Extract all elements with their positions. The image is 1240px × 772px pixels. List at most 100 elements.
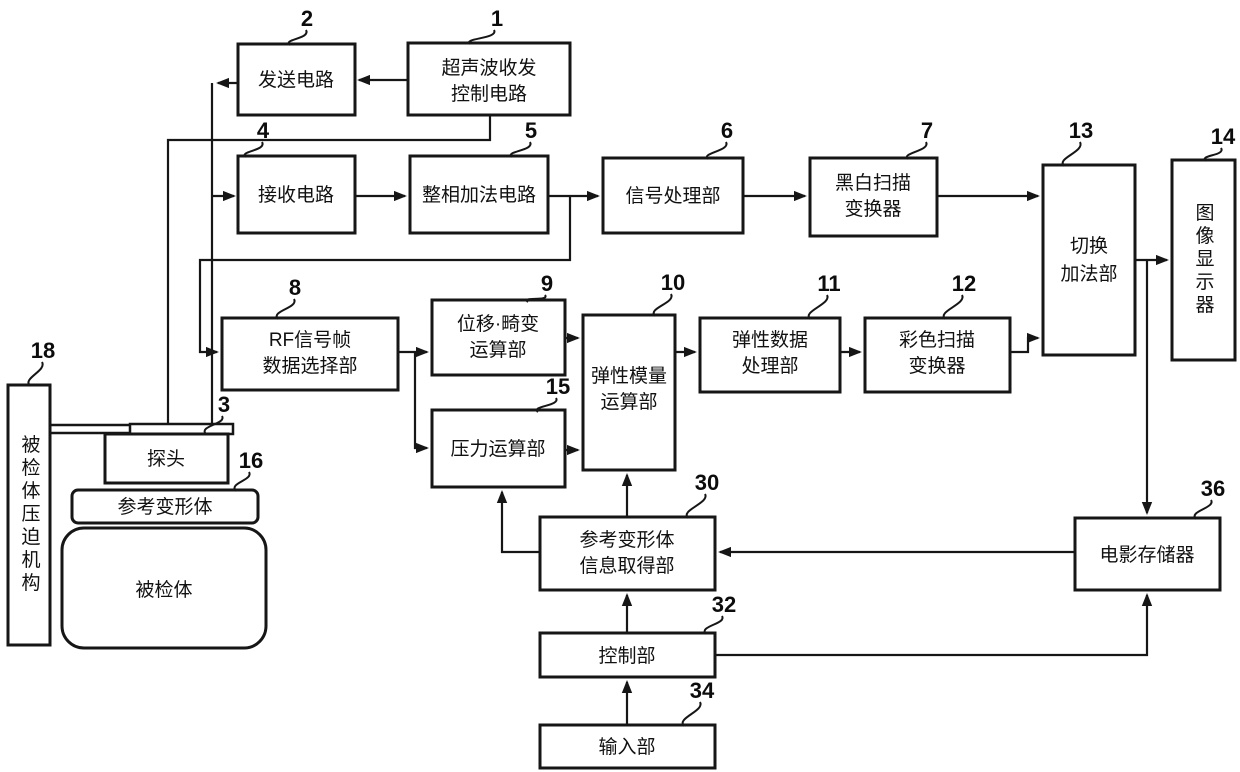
leader-9 — [525, 294, 547, 303]
input-unit-label: 输入部 — [598, 736, 655, 758]
compression-arm-bar — [48, 423, 135, 435]
rf-frame-selector-label-2: 数据选择部 — [262, 355, 357, 377]
ref-number-13: 13 — [1069, 118, 1093, 143]
control-circuit-box — [406, 41, 572, 117]
leader-32 — [703, 615, 724, 635]
leader-30 — [685, 493, 707, 519]
switch-adder-label-1: 切换 — [1070, 235, 1108, 257]
leader-7 — [905, 141, 928, 160]
signal-processor-box — [601, 156, 745, 235]
transmit-circuit-box — [236, 42, 357, 117]
ref-number-32: 32 — [712, 592, 736, 617]
bw-scan-converter-box — [808, 156, 939, 238]
bw-scan-converter-label-1: 黑白扫描 — [835, 172, 911, 194]
reference-info-unit-label-1: 参考变形体 — [579, 529, 674, 551]
arrow-rfselector-to-pressure — [413, 352, 429, 454]
color-scan-converter-label-2: 变换器 — [908, 355, 965, 377]
control-circuit-label-2: 控制电路 — [451, 83, 527, 105]
leader-3 — [203, 415, 224, 435]
leader-13 — [1061, 141, 1082, 167]
receive-circuit-label: 接收电路 — [258, 184, 334, 206]
ref-number-9: 9 — [541, 271, 553, 296]
leader-11 — [807, 294, 829, 320]
reference-body-label: 参考变形体 — [117, 496, 212, 518]
ref-number-8: 8 — [289, 275, 301, 300]
ref-number-14: 14 — [1211, 124, 1236, 149]
ref-number-12: 12 — [952, 271, 976, 296]
ref-number-3: 3 — [218, 392, 230, 417]
displacement-calc-box — [430, 298, 567, 377]
leader-5 — [509, 141, 532, 158]
ref-number-4: 4 — [257, 118, 270, 143]
ref-number-1: 1 — [491, 6, 503, 31]
arrow-phasing-to-rfselector — [198, 196, 572, 358]
pressure-calc-label: 压力运算部 — [450, 438, 545, 460]
leader-18 — [27, 361, 44, 387]
leader-15 — [535, 397, 558, 413]
displacement-calc-label-2: 运算部 — [469, 339, 526, 361]
probe-label: 探头 — [147, 448, 185, 470]
arrow-referenceinfo-to-pressure — [496, 490, 540, 554]
arrow-controlunit-to-cinememory — [715, 593, 1153, 657]
nodes: 被检体 参考变形体 探头 被检体压迫机构 发送电路 超声波收发 控制电路 接收电… — [6, 41, 1237, 770]
ref-number-18: 18 — [31, 338, 55, 363]
phasing-adder-box — [408, 154, 550, 235]
leader-12 — [942, 294, 964, 320]
signal-processor-label: 信号处理部 — [625, 185, 720, 207]
ref-number-15: 15 — [546, 374, 570, 399]
cine-memory-box — [1073, 516, 1222, 592]
elastic-data-processor-box — [698, 316, 842, 394]
image-display-box — [1170, 158, 1237, 362]
cine-memory-label: 电影存储器 — [1099, 544, 1194, 566]
leader-6 — [705, 141, 728, 160]
control-unit-label: 控制部 — [598, 645, 655, 667]
leader-16 — [233, 471, 251, 492]
arrow-colorconverter-to-switchadder — [1010, 332, 1040, 354]
elastic-modulus-calc-box — [581, 313, 677, 472]
pressure-calc-box — [430, 408, 567, 489]
subject-label: 被检体 — [135, 579, 192, 601]
ref-number-16: 16 — [239, 448, 263, 473]
reference-numbers: 1 2 4 5 6 7 13 14 8 9 10 11 12 15 3 16 1… — [27, 6, 1236, 727]
ref-number-36: 36 — [1201, 476, 1225, 501]
color-scan-converter-box — [863, 316, 1012, 394]
displacement-calc-label-1: 位移·畸变 — [457, 313, 539, 335]
ref-number-6: 6 — [721, 118, 733, 143]
ref-number-10: 10 — [661, 270, 685, 295]
leader-8 — [275, 298, 296, 320]
subject-box — [60, 526, 268, 650]
leader-1 — [467, 29, 496, 45]
leader-4 — [243, 141, 264, 158]
leader-14 — [1203, 147, 1223, 162]
input-unit-box — [538, 723, 717, 770]
color-scan-converter-label-1: 彩色扫描 — [899, 329, 975, 351]
ref-number-30: 30 — [695, 470, 719, 495]
ref-number-2: 2 — [301, 6, 313, 31]
compression-mechanism-label: 被检体压迫机构 — [19, 434, 41, 595]
leader-2 — [287, 29, 308, 46]
reference-info-unit-box — [538, 515, 717, 592]
image-display-label: 图像显示器 — [1193, 203, 1215, 318]
leader-34 — [681, 701, 702, 727]
probe-box — [103, 432, 230, 485]
leader-10 — [652, 293, 673, 317]
elastic-data-processor-label-1: 弹性数据 — [732, 329, 808, 351]
ref-number-7: 7 — [921, 118, 933, 143]
elastic-modulus-calc-label-2: 运算部 — [600, 391, 657, 413]
control-unit-box — [538, 631, 717, 679]
rf-frame-selector-label-1: RF信号帧 — [269, 329, 351, 351]
phasing-adder-label: 整相加法电路 — [422, 184, 536, 206]
switch-adder-box — [1041, 163, 1137, 357]
ref-number-34: 34 — [690, 678, 715, 703]
reference-body-box — [70, 488, 260, 525]
leader-36 — [1193, 499, 1213, 520]
bw-scan-converter-label-2: 变换器 — [844, 198, 901, 220]
connectors — [166, 74, 1169, 725]
receive-circuit-box — [236, 154, 357, 235]
reference-info-unit-label-2: 信息取得部 — [579, 555, 674, 577]
line-control-to-probe — [166, 115, 492, 424]
ref-number-11: 11 — [817, 271, 840, 296]
ref-number-5: 5 — [525, 118, 537, 143]
